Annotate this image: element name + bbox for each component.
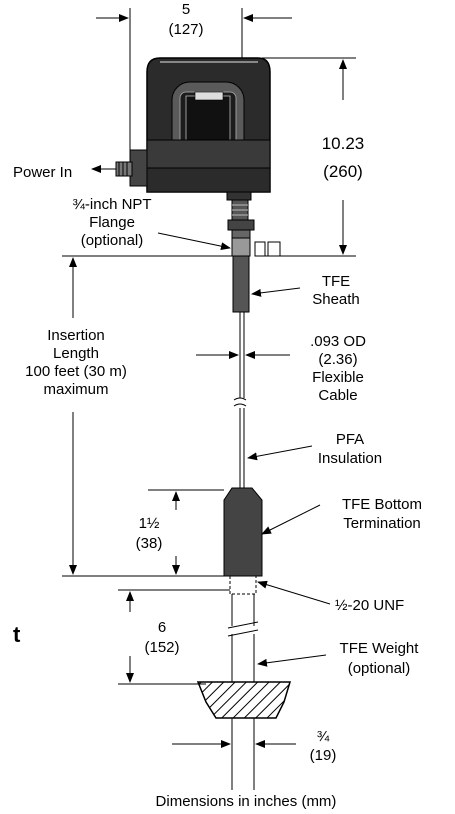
- probe-assembly: [196, 255, 292, 790]
- top-width-inches: 5: [182, 1, 190, 18]
- tfe-bottom-label-line2: Termination: [343, 515, 421, 532]
- head-height-mm: (260): [323, 162, 363, 181]
- npt-label-line2: Flange: [89, 214, 135, 231]
- insertion-label-line2: Length: [53, 345, 99, 362]
- bottom-width-inches: ¾: [317, 728, 330, 745]
- dimensions-footer: Dimensions in inches (mm): [156, 793, 337, 810]
- cable-od-line3: Flexible: [312, 369, 364, 386]
- weight-length-mm: (152): [144, 639, 179, 656]
- top-width-mm: (127): [168, 21, 203, 38]
- tfe-bottom-label-line1: TFE Bottom: [342, 496, 422, 513]
- power-in-label: Power In: [13, 164, 72, 181]
- termination-inches: 1½: [139, 515, 160, 532]
- pfa-label-line1: PFA: [336, 431, 364, 448]
- npt-label-line3: (optional): [81, 232, 144, 249]
- npt-label-line1: ¾-inch NPT: [72, 196, 151, 213]
- head-height-inches: 10.23: [322, 134, 365, 153]
- insertion-label-line3: 100 feet (30 m): [25, 363, 127, 380]
- cable-od-line2: (2.36): [318, 351, 357, 368]
- pfa-label-line2: Insulation: [318, 450, 382, 467]
- dimension-lines: [62, 14, 356, 748]
- cable-od-line1: .093 OD: [310, 333, 366, 350]
- insertion-label-line4: maximum: [43, 381, 108, 398]
- tfe-weight-label-line1: TFE Weight: [340, 640, 420, 657]
- tfe-weight-label-line2: (optional): [348, 660, 411, 677]
- stray-letter: t: [13, 622, 21, 647]
- bottom-width-mm: (19): [310, 747, 337, 764]
- termination-mm: (38): [136, 535, 163, 552]
- insertion-label-line1: Insertion: [47, 327, 105, 344]
- unf-label: ½-20 UNF: [335, 597, 404, 614]
- leader-arrows: [91, 165, 331, 667]
- transmitter-housing: [115, 8, 281, 257]
- tfe-sheath-label-line1: TFE: [322, 273, 350, 290]
- tfe-sheath-label-line2: Sheath: [312, 291, 360, 308]
- weight-length-inches: 6: [158, 619, 166, 636]
- cable-od-line4: Cable: [318, 387, 357, 404]
